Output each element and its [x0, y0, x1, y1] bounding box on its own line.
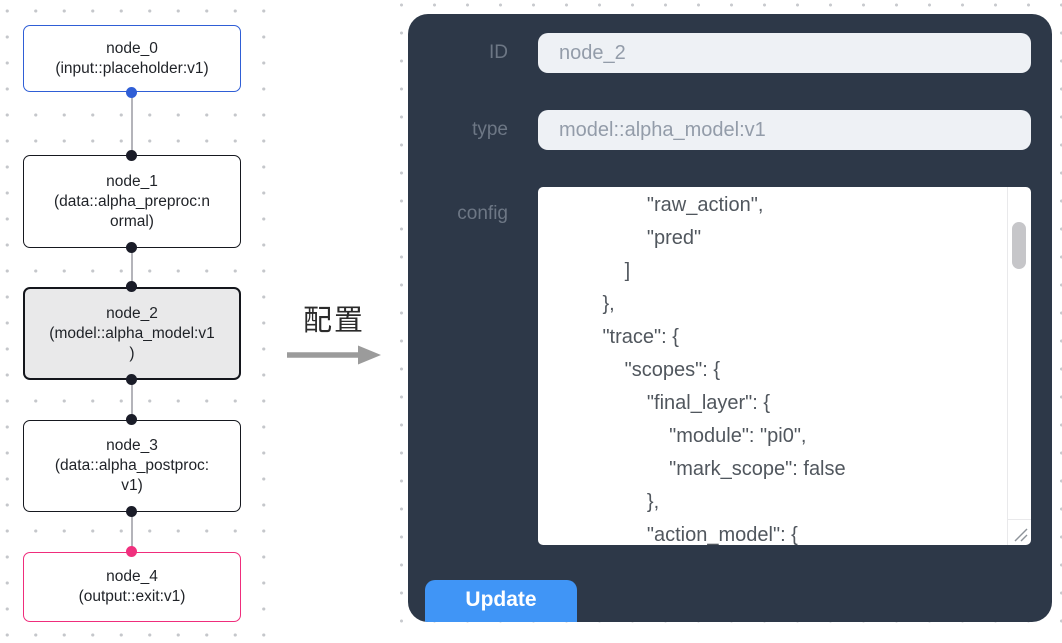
- config-label: config: [457, 203, 508, 224]
- id-label: ID: [489, 42, 508, 63]
- node-handle-source[interactable]: [126, 242, 137, 253]
- flow-node-node_0[interactable]: node_0 (input::placeholder:v1): [23, 25, 241, 92]
- flow-edge: [131, 512, 133, 552]
- node-handle-source[interactable]: [126, 506, 137, 517]
- node-subtitle: (data::alpha_postproc: v1): [54, 457, 210, 494]
- node-title: node_4: [106, 568, 158, 585]
- update-button[interactable]: Update: [425, 580, 577, 622]
- node-handle-source[interactable]: [126, 374, 137, 385]
- flow-node-node_1[interactable]: node_1 (data::alpha_preproc:n ormal): [23, 155, 241, 248]
- config-scrollbar[interactable]: [1007, 187, 1031, 545]
- flow-canvas[interactable]: node_0 (input::placeholder:v1) node_1 (d…: [0, 0, 268, 643]
- node-title: node_2: [106, 304, 158, 322]
- flow-edge: [131, 248, 133, 287]
- node-title: node_3: [106, 437, 158, 454]
- id-input[interactable]: [538, 33, 1031, 73]
- node-handle-target[interactable]: [126, 150, 137, 161]
- node-handle-target[interactable]: [126, 281, 137, 292]
- node-subtitle: (model::alpha_model:v1 ): [49, 324, 215, 362]
- flow-node-node_4[interactable]: node_4 (output::exit:v1): [23, 552, 241, 622]
- node-handle-target[interactable]: [126, 414, 137, 425]
- config-resize-corner: [1008, 519, 1031, 545]
- node-title: node_1: [106, 172, 158, 190]
- flow-edge: [131, 92, 133, 155]
- node-handle-target[interactable]: [126, 546, 137, 557]
- node-handle-source[interactable]: [126, 87, 137, 98]
- annotation-label: 配置: [302, 305, 365, 337]
- type-input[interactable]: [538, 110, 1031, 150]
- node-title: node_0: [106, 39, 158, 57]
- config-json-text: "raw_action", "pred" ] }, "trace": { "sc…: [602, 194, 846, 545]
- arrow-right-icon: [287, 345, 381, 365]
- resize-handle-icon[interactable]: [1013, 527, 1028, 542]
- config-canvas[interactable]: ID type config "raw_action", "pred" ] },…: [400, 0, 1062, 643]
- flow-node-node_3[interactable]: node_3 (data::alpha_postproc: v1): [23, 420, 241, 512]
- node-subtitle: (output::exit:v1): [78, 588, 186, 605]
- node-subtitle: (data::alpha_preproc:n ormal): [54, 192, 210, 230]
- config-textarea[interactable]: "raw_action", "pred" ] }, "trace": { "sc…: [538, 187, 1031, 545]
- config-scrollbar-thumb[interactable]: [1012, 222, 1026, 269]
- node-subtitle: (input::placeholder:v1): [55, 59, 209, 77]
- config-annotation: 配置: [268, 297, 400, 366]
- flow-node-node_2[interactable]: node_2 (model::alpha_model:v1 ): [23, 287, 241, 380]
- flow-edge: [131, 380, 133, 420]
- config-panel: ID type config "raw_action", "pred" ] },…: [408, 14, 1052, 622]
- type-label: type: [472, 119, 508, 140]
